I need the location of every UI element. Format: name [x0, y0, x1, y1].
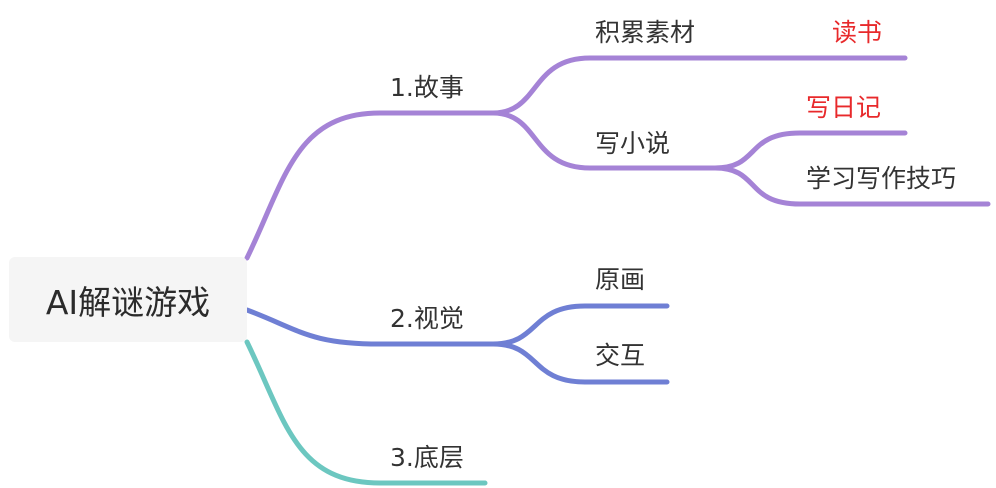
node-diary-label[interactable]: 写日记 [806, 93, 882, 122]
node-reading-label[interactable]: 读书 [832, 18, 883, 47]
node-novel-label[interactable]: 写小说 [595, 129, 671, 158]
connector-root-story [244, 110, 496, 261]
branch-visual-label[interactable]: 2.视觉 [390, 304, 464, 333]
connector-novel-skills [712, 165, 991, 207]
branch-story-label[interactable]: 1.故事 [390, 73, 464, 102]
root-label: AI解谜游戏 [45, 282, 211, 322]
root-node[interactable]: AI解谜游戏 [9, 257, 247, 342]
connector-root-base [244, 339, 488, 486]
connector-root-visual [244, 307, 496, 347]
connector-visual-interaction [490, 341, 670, 385]
branch-base-label[interactable]: 3.底层 [390, 443, 464, 472]
node-skills-label[interactable]: 学习写作技巧 [806, 164, 957, 193]
connector-visual-artwork [490, 303, 670, 347]
node-artwork-label[interactable]: 原画 [595, 265, 646, 294]
connector-story-accumulate [490, 55, 723, 116]
node-interaction-label[interactable]: 交互 [595, 341, 646, 370]
connector-story-novel [490, 110, 718, 171]
node-accumulate-label[interactable]: 积累素材 [595, 18, 696, 47]
connector-novel-diary [712, 130, 908, 171]
